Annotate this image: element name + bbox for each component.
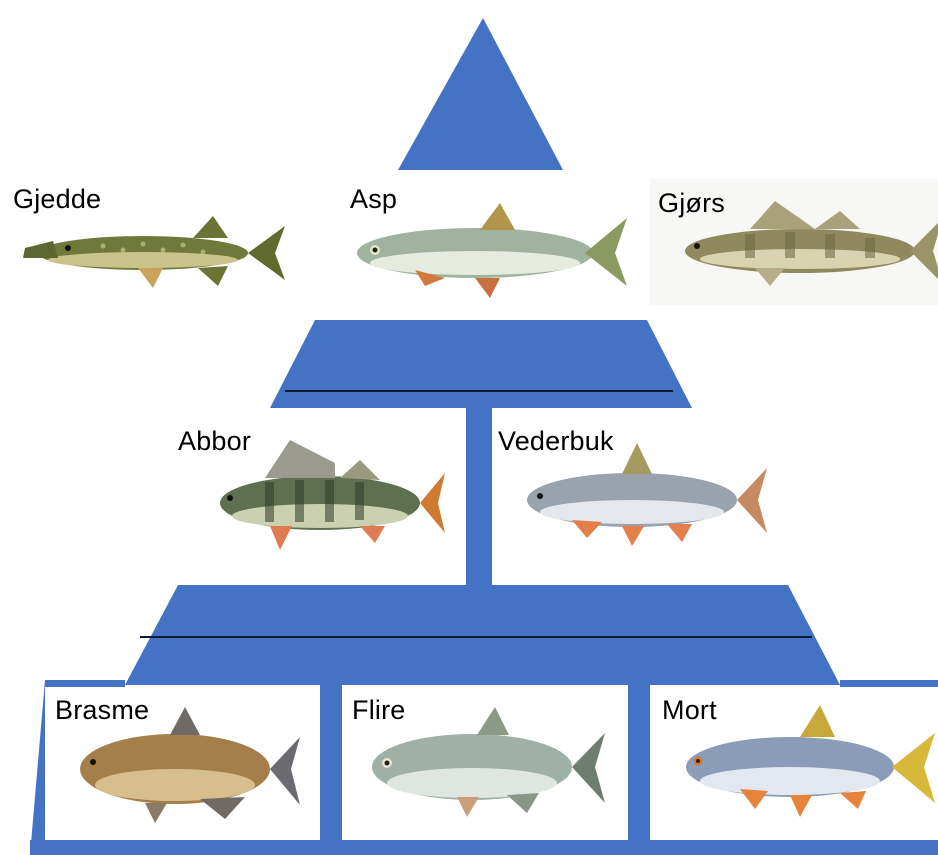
roach-fish-icon <box>680 705 938 825</box>
ide-fish-icon <box>522 438 782 558</box>
fish-card-mort: Mort <box>650 687 938 840</box>
pike-fish-icon <box>13 208 293 298</box>
fish-card-vederbuk: Vederbuk <box>492 410 788 582</box>
fish-card-abbor: Abbor <box>170 410 466 582</box>
silver-bream-fish-icon <box>367 705 607 825</box>
fish-card-flire: Flire <box>342 687 628 840</box>
pyramid-apex <box>398 18 563 170</box>
bream-fish-icon <box>75 707 305 827</box>
asp-fish-icon <box>345 198 635 298</box>
fish-card-gjedde: Gjedde <box>5 178 295 303</box>
pyramid-tier-upper <box>270 320 692 408</box>
fish-card-gjors: Gjørs <box>650 178 938 305</box>
pyramid-stem-bottom-2 <box>628 680 650 855</box>
perch-fish-icon <box>210 438 450 558</box>
pyramid-base-strip <box>30 840 938 855</box>
fish-card-brasme: Brasme <box>45 687 320 840</box>
pyramid-tier-middle <box>125 585 840 685</box>
pyramid-stem-upper <box>466 405 492 590</box>
zander-fish-icon <box>675 196 938 296</box>
pyramid-stem-bottom-1 <box>320 680 342 855</box>
fish-card-asp: Asp <box>340 178 640 303</box>
